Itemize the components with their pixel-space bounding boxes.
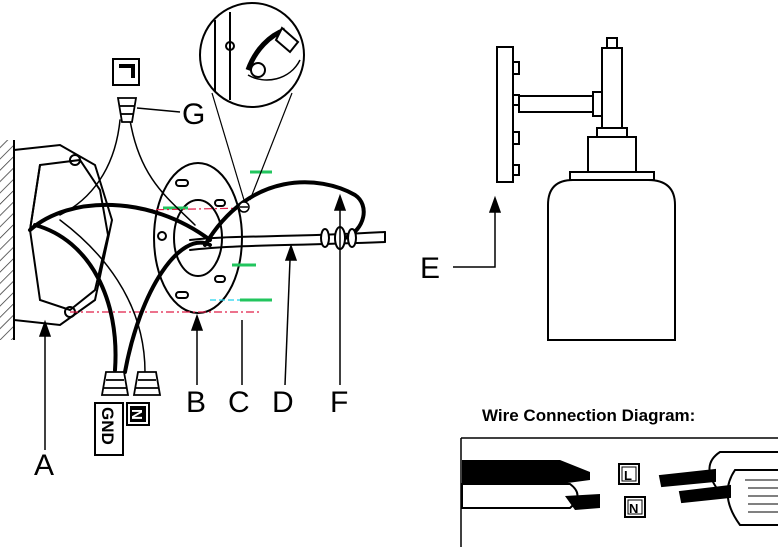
ground-screw <box>238 201 250 213</box>
supply-wires <box>28 119 212 374</box>
g-leader <box>136 107 181 113</box>
wire-diagram-title: Wire Connection Diagram: <box>482 406 695 425</box>
ground-tag: GND <box>94 402 124 456</box>
line-tag-diagram: L <box>618 463 640 485</box>
callout-a: A <box>34 449 54 482</box>
wire-nut-top <box>116 97 138 123</box>
junction-box <box>13 143 114 327</box>
washers <box>320 226 357 250</box>
wall-fixture <box>496 37 676 341</box>
callout-b: B <box>186 386 206 419</box>
detail-magnifier <box>199 2 305 201</box>
line-tag-top: L <box>112 58 140 86</box>
callout-f: F <box>330 386 348 419</box>
neutral-tag-diagram: N <box>624 496 646 518</box>
ground-tag-label: GND <box>98 407 117 445</box>
fixture-cable-end <box>658 451 778 526</box>
neutral-tag-left: N <box>126 402 150 426</box>
line-tag-diagram-label: L <box>624 468 632 483</box>
callout-e: E <box>420 252 440 285</box>
wall <box>0 140 15 340</box>
alignment-lines <box>70 207 260 313</box>
callout-leaders <box>38 193 502 450</box>
callout-c: C <box>228 386 250 419</box>
neutral-tag-diagram-label: N <box>629 501 638 516</box>
supply-cable-end <box>461 460 600 510</box>
callout-d: D <box>272 386 294 419</box>
callout-g: G <box>182 98 205 131</box>
wire-nuts-bottom <box>100 371 162 396</box>
neutral-tag-left-label: N <box>128 409 145 420</box>
